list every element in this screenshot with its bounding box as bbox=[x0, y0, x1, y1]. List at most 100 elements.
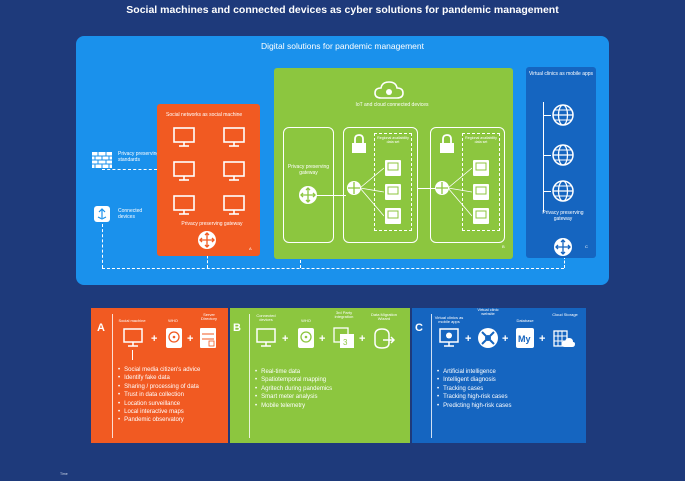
list-item: Intelligent diagnosis bbox=[437, 376, 582, 384]
connector-line bbox=[132, 350, 133, 360]
list-item: Agritech during pandemics bbox=[255, 385, 405, 393]
connector-line bbox=[543, 115, 551, 116]
list-item: Local interactive maps bbox=[118, 408, 228, 416]
icon-label-third-party: 3rd Party integration bbox=[334, 310, 354, 320]
panel-letter-b: B bbox=[502, 244, 505, 249]
connected-devices-label: Connected devices bbox=[118, 208, 143, 220]
iot-panel-title: IoT and cloud connected devices bbox=[355, 102, 429, 108]
globe-icon bbox=[552, 144, 574, 166]
plus-sign: + bbox=[465, 333, 472, 345]
section-divider bbox=[431, 314, 432, 438]
social-gateway-label: Privacy preserving gateway bbox=[181, 221, 243, 227]
list-item: Sharing / processing of data bbox=[118, 383, 228, 391]
plus-sign: + bbox=[319, 333, 326, 345]
data-set-label-1: Regional availability data set bbox=[377, 136, 409, 144]
list-item: Social media citizen's advice bbox=[118, 366, 228, 374]
lock-icon bbox=[440, 134, 454, 153]
lock-box-2 bbox=[430, 127, 505, 243]
globe-icon bbox=[552, 104, 574, 126]
data-set-label-2: Regional availability data set bbox=[465, 136, 497, 144]
section-divider bbox=[249, 314, 250, 438]
connector-line bbox=[543, 191, 551, 192]
database-icon: My bbox=[516, 328, 534, 348]
iot-gateway-label: Privacy preserving gateway bbox=[287, 164, 330, 176]
svg-text:3: 3 bbox=[343, 338, 348, 347]
connector-line bbox=[418, 188, 446, 189]
page-title: Social machines and connected devices as… bbox=[126, 4, 559, 16]
icon-label-who: WHO bbox=[168, 318, 178, 323]
panel-letter-c: C bbox=[585, 244, 588, 249]
website-icon bbox=[478, 328, 498, 348]
icon-label-clinic-website: Virtual clinic website bbox=[477, 307, 499, 317]
privacy-standards-label: Privacy preserving standards bbox=[118, 151, 160, 163]
plus-sign: + bbox=[187, 333, 194, 345]
footer-label: Time bbox=[60, 472, 68, 476]
lock-icon bbox=[352, 134, 366, 153]
cloud-storage-icon bbox=[553, 330, 575, 347]
lock-box-1 bbox=[343, 127, 418, 243]
plus-sign: + bbox=[151, 333, 158, 345]
hard-drive-icon bbox=[298, 328, 314, 348]
list-item: Trust in data collection bbox=[118, 391, 228, 399]
device-stack-icon bbox=[473, 160, 489, 224]
connector-line bbox=[564, 256, 565, 268]
plus-sign: + bbox=[282, 333, 289, 345]
section-a-letter: A bbox=[97, 322, 105, 334]
monitor-icon bbox=[123, 328, 143, 347]
network-hub-icon bbox=[435, 181, 449, 195]
server-icon bbox=[200, 328, 216, 348]
social-panel-title: Social networks as social machine bbox=[166, 112, 243, 118]
icon-label-virtual-clinics: Virtual clinics as mobile apps bbox=[434, 315, 464, 325]
monitor-icon bbox=[439, 328, 459, 347]
list-item: Tracking cases bbox=[437, 385, 582, 393]
connector-lines bbox=[448, 167, 472, 217]
list-item: Spatiotemporal mapping bbox=[255, 376, 405, 384]
list-item: Predicting high-risk cases bbox=[437, 402, 582, 410]
firewall-icon bbox=[92, 152, 112, 168]
icon-label-cloud-storage: Cloud Storage bbox=[552, 312, 578, 317]
integration-icon: 3 bbox=[333, 327, 354, 348]
section-c-letter: C bbox=[415, 322, 423, 334]
icon-label-social-machine: Social machine bbox=[118, 318, 146, 323]
icon-label-data-migration: Data Migration Wizard bbox=[370, 312, 397, 322]
section-a-list: Social media citizen's advice Identify f… bbox=[118, 366, 228, 425]
icon-label-who: WHO bbox=[301, 318, 311, 323]
monitor-icon bbox=[256, 328, 276, 347]
virtual-clinics-panel bbox=[526, 67, 596, 258]
plus-sign: + bbox=[502, 333, 509, 345]
clinics-panel-title: Virtual clinics as mobile apps bbox=[528, 71, 594, 77]
list-item: Real-time data bbox=[255, 368, 405, 376]
network-hub-icon bbox=[347, 181, 361, 195]
gateway-box bbox=[283, 127, 334, 243]
connector-line bbox=[543, 102, 544, 212]
data-set-box-2 bbox=[462, 133, 500, 231]
icon-label-connected-devices: Connected devices bbox=[256, 313, 276, 323]
connector-line bbox=[207, 246, 208, 268]
connector-line bbox=[543, 155, 551, 156]
router-icon bbox=[299, 186, 317, 204]
svg-text:My: My bbox=[518, 334, 531, 344]
device-stack-icon bbox=[385, 160, 401, 224]
list-item: Artificial intelligence bbox=[437, 368, 582, 376]
plus-sign: + bbox=[539, 333, 546, 345]
data-set-box-1 bbox=[374, 133, 412, 231]
connector-line bbox=[102, 268, 564, 269]
router-icon bbox=[554, 238, 572, 256]
hard-drive-icon bbox=[166, 328, 182, 348]
connector-line bbox=[102, 224, 103, 268]
section-b-list: Real-time data Spatiotemporal mapping Ag… bbox=[255, 368, 405, 410]
clinics-gateway-label: Privacy preserving gateway bbox=[542, 210, 584, 222]
section-divider bbox=[112, 314, 113, 438]
connector-line bbox=[316, 195, 346, 196]
section-b-letter: B bbox=[233, 322, 241, 334]
migration-icon bbox=[374, 328, 395, 349]
list-item: Smart meter analysis bbox=[255, 393, 405, 401]
main-panel-title: Digital solutions for pandemic managemen… bbox=[260, 41, 424, 51]
globe-icon bbox=[552, 180, 574, 202]
connector-line bbox=[102, 169, 157, 170]
list-item: Mobile telemetry bbox=[255, 402, 405, 410]
router-icon bbox=[198, 231, 216, 249]
monitor-grid bbox=[173, 127, 245, 215]
cloud-icon bbox=[374, 81, 404, 99]
list-item: Tracking high-risk cases bbox=[437, 393, 582, 401]
